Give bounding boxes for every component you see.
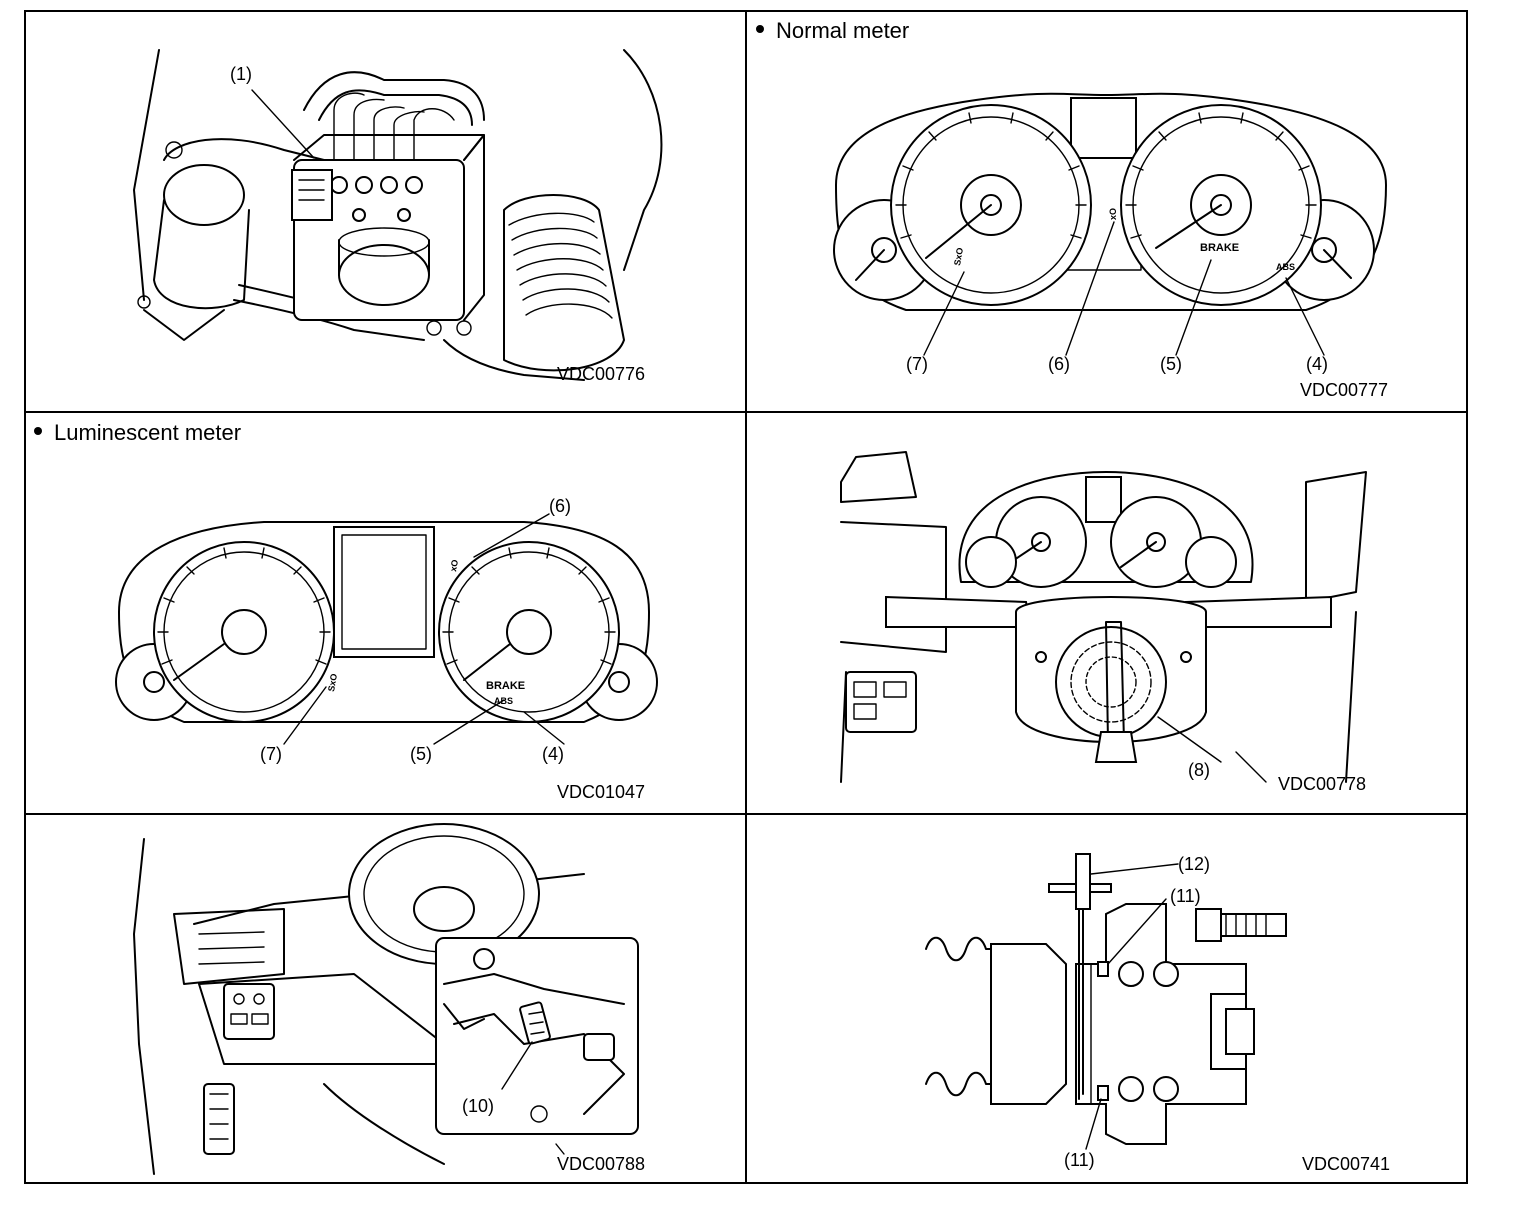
svg-text:SxO: SxO	[326, 673, 339, 692]
panel-normal-meter: Normal meter	[746, 10, 1468, 412]
data-link-connector-drawing	[133, 823, 639, 1175]
callout-5: (5)	[1160, 354, 1182, 374]
panel-hydraulic-unit: (1) VDC00776	[24, 10, 746, 412]
abs-warning-label: ABS	[494, 696, 514, 706]
hydraulic-unit-drawing	[133, 49, 663, 381]
panel-data-link-connector: (10) VDC00788	[24, 814, 746, 1184]
callout-4: (4)	[1306, 354, 1328, 374]
callout-12: (12)	[1178, 854, 1211, 874]
callout-7: (7)	[260, 744, 282, 764]
figure-code: VDC00778	[1278, 774, 1367, 794]
bullet-icon	[34, 427, 42, 436]
svg-text:xO: xO	[448, 559, 460, 573]
panel-steering-sensor: (8) VDC00778	[746, 412, 1468, 814]
callout-6: (6)	[549, 496, 571, 516]
panel-wheel-speed-sensor: (12) (11) (11) VDC00741	[746, 814, 1468, 1184]
svg-text:SxO: SxO	[952, 247, 965, 266]
callout-4: (4)	[542, 744, 564, 764]
callout-6: (6)	[1048, 354, 1070, 374]
svg-text:xO: xO	[1108, 208, 1118, 220]
normal-meter-drawing: SxO xO	[833, 92, 1387, 356]
bullet-icon	[756, 25, 764, 34]
figure-code: VDC00776	[557, 364, 646, 384]
figure-code: VDC00777	[1300, 380, 1389, 400]
steering-sensor-drawing	[840, 451, 1367, 783]
grid-frame	[24, 10, 1468, 1184]
callout-7: (7)	[906, 354, 928, 374]
callout-10: (10)	[462, 1096, 495, 1116]
panel-title-text: Normal meter	[776, 18, 910, 43]
callout-1: (1)	[230, 64, 252, 84]
panel-luminescent-meter: Luminescent meter	[24, 412, 746, 814]
brake-warning-label: BRAKE	[486, 680, 526, 692]
callout-11-lower: (11)	[1064, 1150, 1095, 1170]
abs-warning-label: ABS	[1276, 262, 1296, 272]
callout-8: (8)	[1188, 760, 1210, 780]
panel-title: Normal meter	[756, 18, 909, 44]
brake-warning-label: BRAKE	[1200, 242, 1240, 254]
figure-code: VDC00741	[1302, 1154, 1391, 1174]
panel-title-text: Luminescent meter	[54, 420, 242, 445]
figure-code: VDC01047	[557, 782, 646, 802]
panel-title: Luminescent meter	[34, 420, 241, 446]
callout-5: (5)	[410, 744, 432, 764]
figure-code: VDC00788	[557, 1154, 646, 1174]
callout-11-upper: (11)	[1170, 886, 1201, 906]
wheel-speed-sensor-drawing	[925, 853, 1287, 1150]
figure-sheet: (1) VDC00776 Normal meter	[24, 10, 1468, 1184]
luminescent-meter-drawing: SxO xO	[115, 513, 658, 745]
